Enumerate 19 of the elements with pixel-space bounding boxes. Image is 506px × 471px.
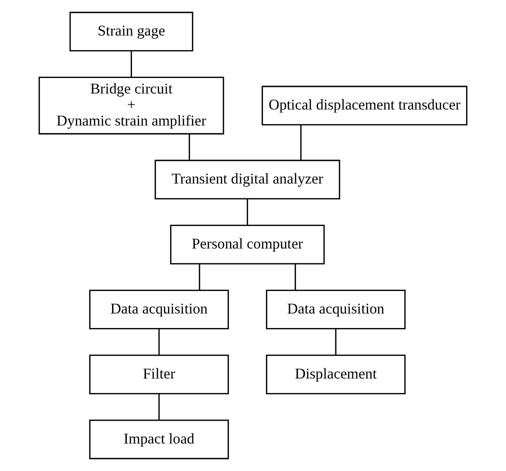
node-box: Impact load	[89, 420, 229, 460]
connector	[130, 51, 132, 78]
connector	[294, 264, 296, 290]
connector	[335, 328, 336, 355]
connector	[198, 264, 200, 290]
node-box: Data acquisition	[266, 290, 406, 330]
node-box: Optical displacement transducer	[262, 86, 468, 126]
connector	[158, 328, 160, 355]
node-box: Displacement	[266, 354, 406, 394]
node-box: Data acquisition	[89, 290, 229, 330]
connector	[246, 199, 248, 226]
connector	[158, 394, 160, 420]
node-box: Filter	[89, 354, 229, 394]
connector	[188, 134, 190, 160]
node-box: Bridge circuit + Dynamic strain amplifier	[38, 76, 224, 134]
node-box: Strain gage	[70, 12, 194, 52]
connector	[300, 125, 302, 160]
node-box: Personal computer	[170, 224, 325, 264]
node-box: Transient digital analyzer	[154, 160, 340, 200]
